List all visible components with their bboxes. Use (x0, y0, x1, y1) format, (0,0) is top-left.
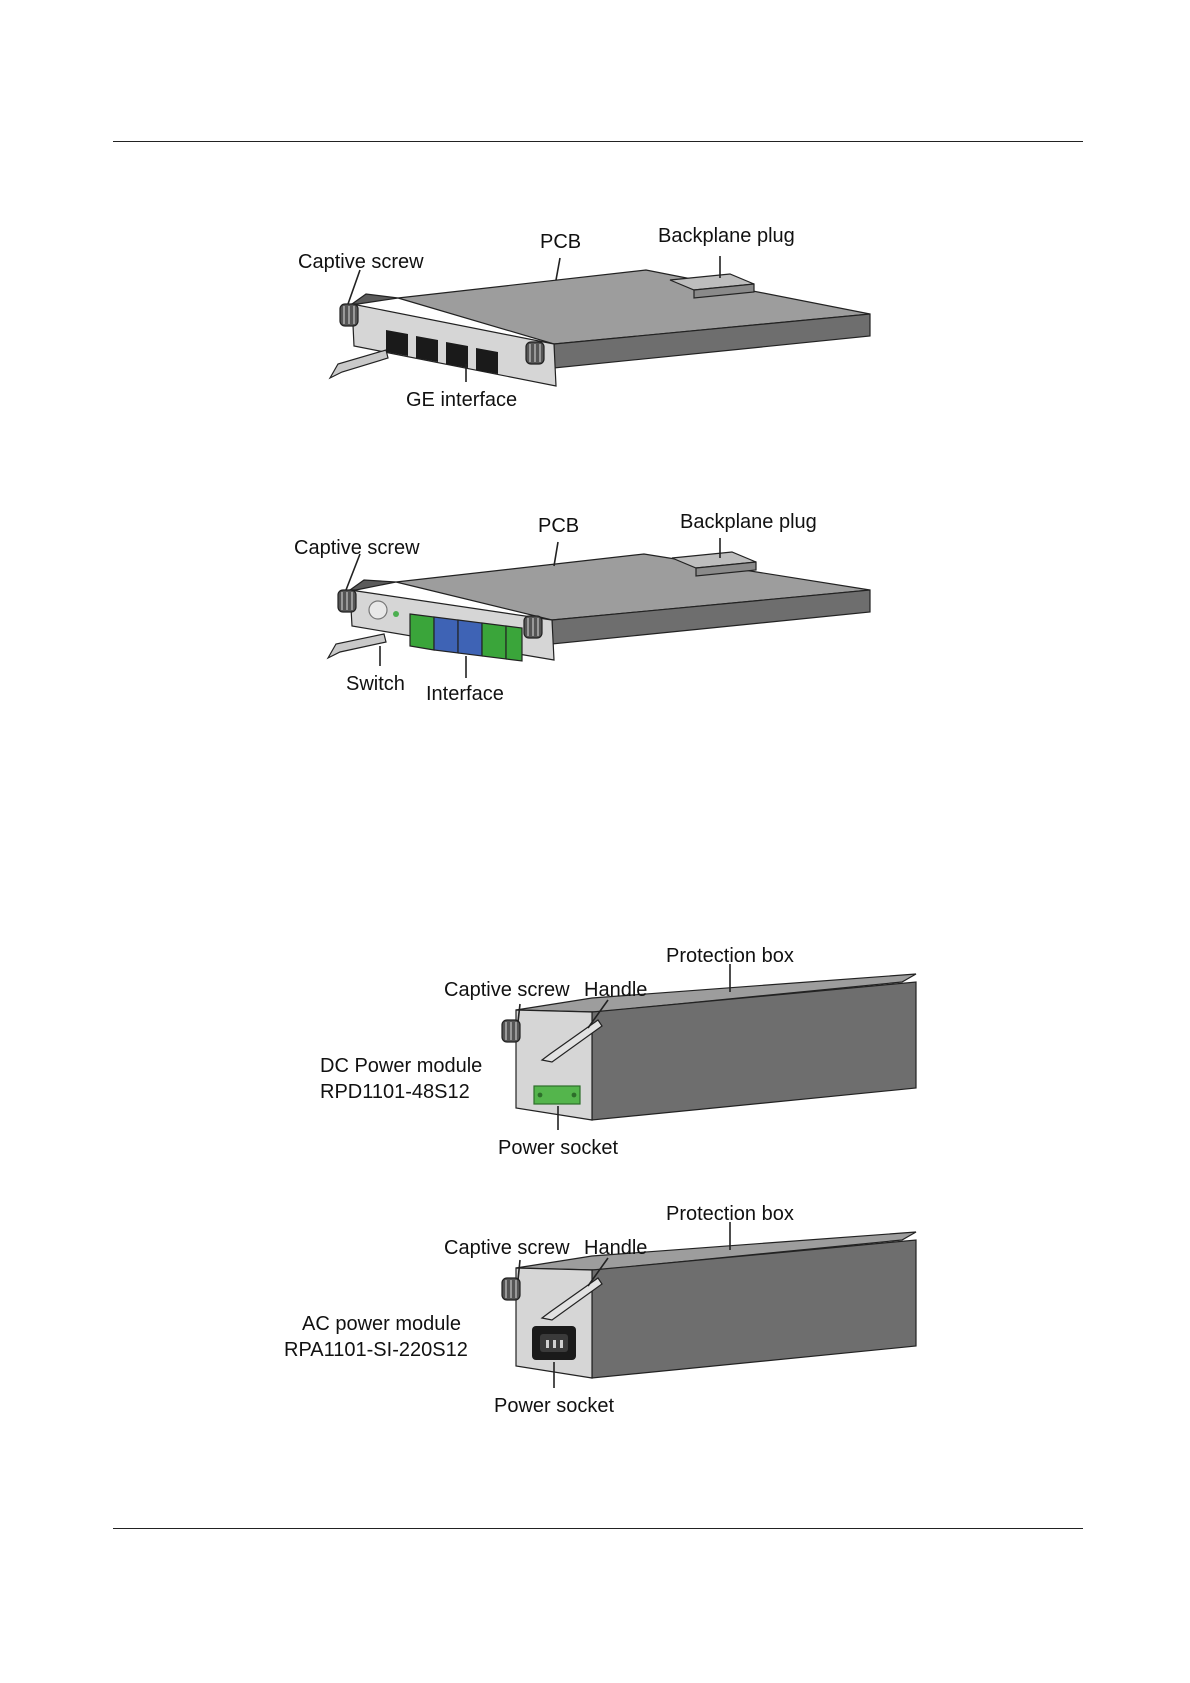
label-pcb: PCB (538, 515, 579, 537)
label-power-socket: Power socket (494, 1395, 614, 1417)
sfp-port-green (506, 626, 522, 661)
label-captive-screw: Captive screw (444, 979, 570, 1001)
label-captive-screw: Captive screw (444, 1237, 570, 1259)
label-module-name: DC Power module (320, 1055, 482, 1077)
captive-screw (502, 1278, 520, 1300)
label-interface: Interface (426, 683, 504, 705)
captive-screw-left (340, 304, 358, 326)
captive-screw (502, 1020, 520, 1042)
faceplate (516, 1268, 592, 1378)
label-protection-box: Protection box (666, 945, 794, 967)
label-handle: Handle (584, 979, 647, 1001)
sfp-port-green (410, 614, 434, 650)
label-backplane-plug: Backplane plug (680, 511, 817, 533)
captive-screw-right (526, 342, 544, 364)
figure-sfp-card: Captive screw PCB Backplane plug Switch … (288, 510, 888, 720)
label-ge-interface: GE interface (406, 389, 517, 411)
footer-rule (113, 1528, 1083, 1529)
label-protection-box: Protection box (666, 1203, 794, 1225)
label-backplane-plug: Backplane plug (658, 225, 795, 247)
label-module-model: RPA1101-SI-220S12 (284, 1339, 468, 1361)
label-power-socket: Power socket (498, 1137, 618, 1159)
label-module-model: RPD1101-48S12 (320, 1081, 470, 1103)
header-rule (113, 141, 1083, 142)
ge-port (446, 342, 468, 368)
switch-icon (369, 601, 387, 619)
captive-screw-left (338, 590, 356, 612)
label-handle: Handle (584, 1237, 647, 1259)
ge-port (386, 330, 408, 356)
label-captive-screw: Captive screw (298, 251, 424, 273)
sfp-port-green (482, 623, 506, 659)
ge-port (476, 348, 498, 374)
label-pcb: PCB (540, 231, 581, 253)
label-switch: Switch (346, 673, 405, 695)
sfp-port-blue (458, 620, 482, 656)
captive-screw-right (524, 616, 542, 638)
figure-dc-power-module: Captive screw Handle Protection box DC P… (310, 942, 930, 1172)
label-captive-screw: Captive screw (294, 537, 420, 559)
figure-ac-power-module: Captive screw Handle Protection box AC p… (280, 1192, 930, 1432)
label-module-name: AC power module (302, 1313, 461, 1335)
sfp-port-blue (434, 617, 458, 653)
ejector-lever (330, 350, 388, 378)
ac-power-socket (532, 1326, 576, 1360)
figure-ge-card: Captive screw PCB Backplane plug GE inte… (290, 218, 890, 418)
ge-port (416, 336, 438, 362)
ejector-lever (328, 634, 386, 658)
